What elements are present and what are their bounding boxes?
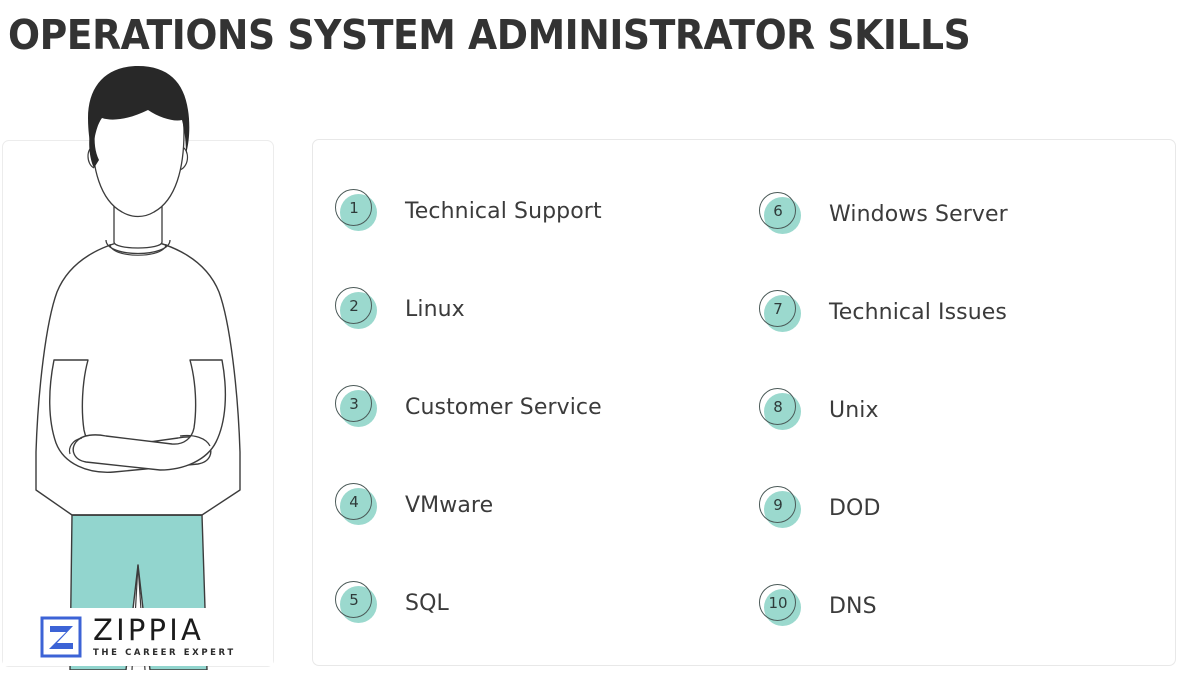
skill-item[interactable]: 10 DNS bbox=[759, 584, 877, 628]
rank-number: 6 bbox=[773, 202, 783, 220]
badge-outline-circle bbox=[759, 192, 796, 229]
skill-item[interactable]: 9 DOD bbox=[759, 486, 881, 530]
skill-item[interactable]: 3 Customer Service bbox=[335, 385, 602, 429]
zippia-z-icon bbox=[40, 616, 82, 658]
rank-badge: 1 bbox=[335, 189, 379, 233]
logo-tagline: THE CAREER EXPERT bbox=[93, 648, 236, 659]
badge-outline-circle bbox=[759, 486, 796, 523]
badge-outline-circle bbox=[335, 189, 372, 226]
illustration-card bbox=[2, 140, 274, 667]
rank-badge: 6 bbox=[759, 192, 803, 236]
rank-number: 5 bbox=[349, 591, 359, 609]
badge-outline-circle bbox=[335, 581, 372, 618]
skill-label: Customer Service bbox=[405, 394, 602, 420]
skill-label: Technical Support bbox=[405, 198, 602, 224]
rank-badge: 9 bbox=[759, 486, 803, 530]
skill-label: DOD bbox=[829, 495, 881, 521]
skill-label: SQL bbox=[405, 590, 449, 616]
rank-badge: 3 bbox=[335, 385, 379, 429]
skills-grid: 1 Technical Support 2 Linux 3 Customer bbox=[313, 140, 1175, 665]
skill-label: Windows Server bbox=[829, 201, 1008, 227]
badge-outline-circle bbox=[335, 385, 372, 422]
rank-number: 7 bbox=[773, 300, 783, 318]
page-title: OPERATIONS SYSTEM ADMINISTRATOR SKILLS bbox=[8, 11, 971, 59]
skill-item[interactable]: 7 Technical Issues bbox=[759, 290, 1007, 334]
rank-number: 8 bbox=[773, 398, 783, 416]
rank-number: 4 bbox=[349, 493, 359, 511]
skill-item[interactable]: 8 Unix bbox=[759, 388, 879, 432]
skills-card: 1 Technical Support 2 Linux 3 Customer bbox=[312, 139, 1176, 666]
rank-number: 10 bbox=[768, 594, 788, 612]
skill-item[interactable]: 5 SQL bbox=[335, 581, 449, 625]
rank-badge: 7 bbox=[759, 290, 803, 334]
skill-label: VMware bbox=[405, 492, 494, 518]
skill-label: DNS bbox=[829, 593, 877, 619]
skill-item[interactable]: 2 Linux bbox=[335, 287, 465, 331]
rank-badge: 8 bbox=[759, 388, 803, 432]
skill-label: Linux bbox=[405, 296, 465, 322]
zippia-logo: ZIPPIA THE CAREER EXPERT bbox=[3, 608, 273, 666]
logo-wordmark: ZIPPIA bbox=[93, 613, 204, 648]
skill-label: Technical Issues bbox=[829, 299, 1007, 325]
skill-label: Unix bbox=[829, 397, 879, 423]
skills-column-right: 6 Windows Server 7 Technical Issues 8 U bbox=[759, 140, 1179, 665]
rank-number: 9 bbox=[773, 496, 783, 514]
rank-number: 3 bbox=[349, 395, 359, 413]
badge-outline-circle bbox=[759, 584, 796, 621]
badge-outline-circle bbox=[759, 290, 796, 327]
rank-badge: 4 bbox=[335, 483, 379, 527]
rank-badge: 10 bbox=[759, 584, 803, 628]
rank-badge: 5 bbox=[335, 581, 379, 625]
badge-outline-circle bbox=[759, 388, 796, 425]
rank-number: 1 bbox=[349, 199, 359, 217]
badge-outline-circle bbox=[335, 287, 372, 324]
skill-item[interactable]: 4 VMware bbox=[335, 483, 493, 527]
rank-badge: 2 bbox=[335, 287, 379, 331]
skill-item[interactable]: 6 Windows Server bbox=[759, 192, 1008, 236]
skill-item[interactable]: 1 Technical Support bbox=[335, 189, 602, 233]
badge-outline-circle bbox=[335, 483, 372, 520]
skills-column-left: 1 Technical Support 2 Linux 3 Customer bbox=[335, 140, 755, 665]
rank-number: 2 bbox=[349, 297, 359, 315]
